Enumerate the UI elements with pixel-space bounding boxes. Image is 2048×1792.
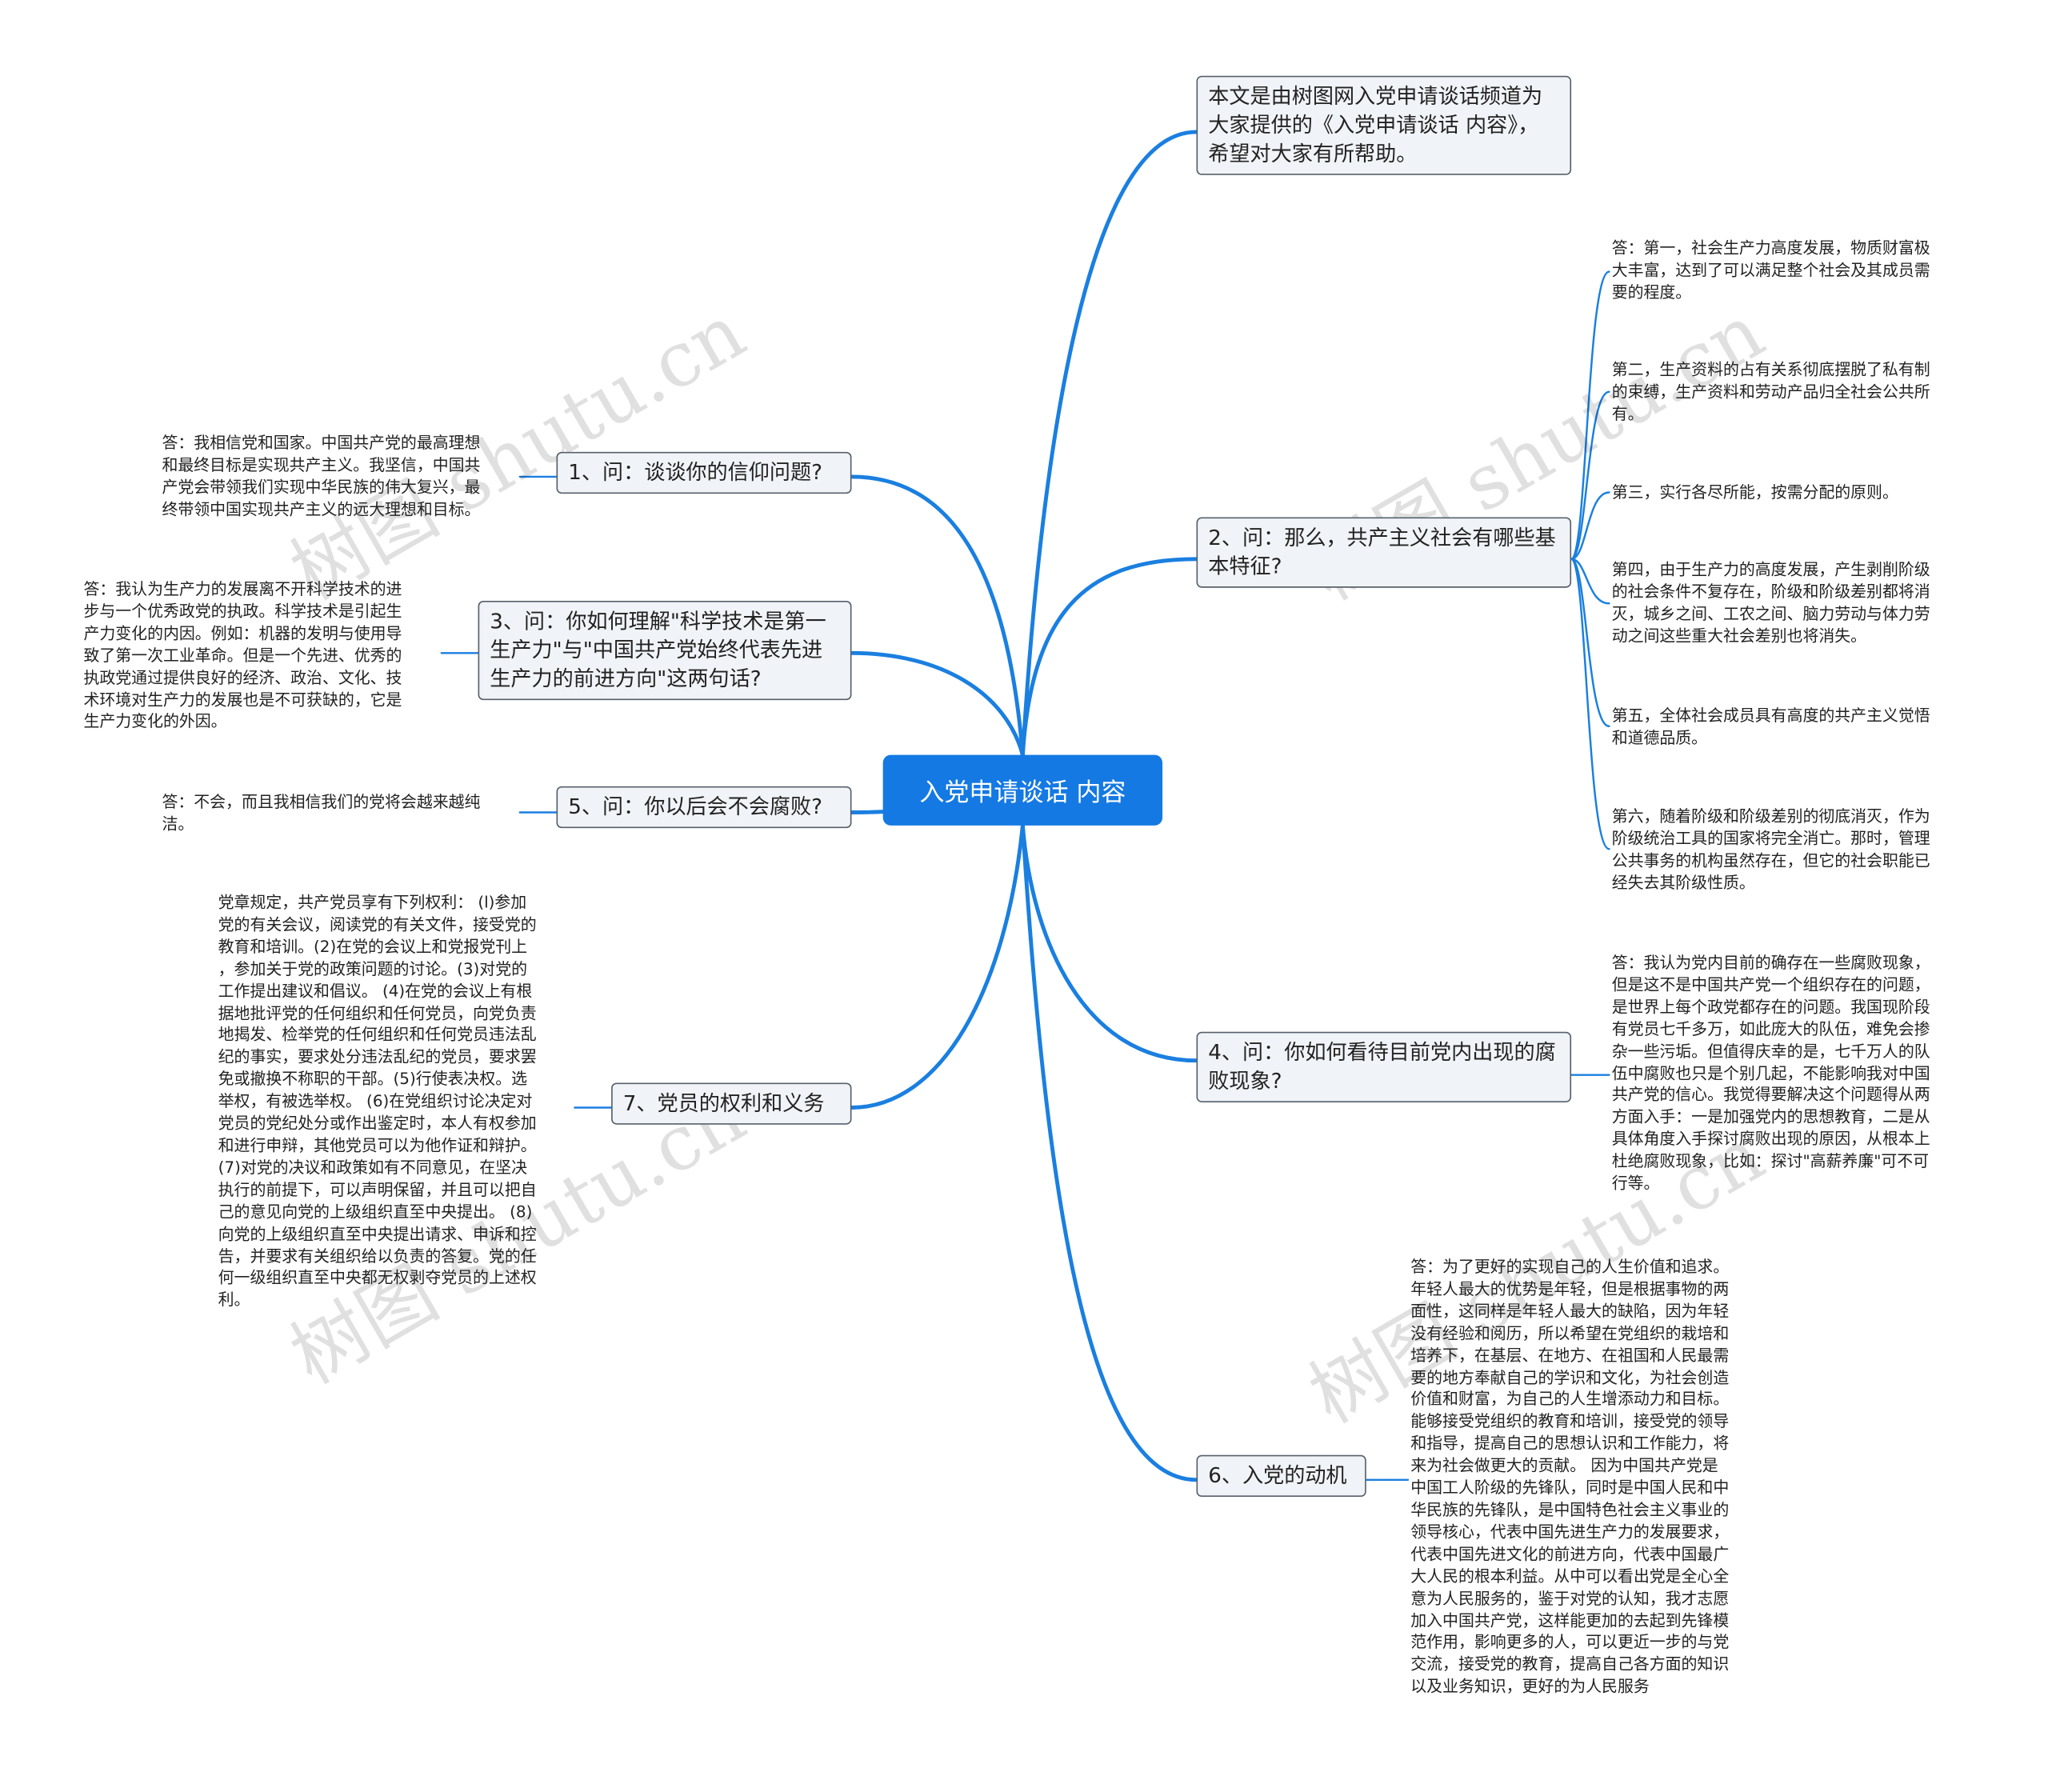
topic-rights-duties[interactable]: 7、党员的权利和义务 [611, 1082, 852, 1125]
link-intro [1020, 130, 1198, 758]
topic-future-corruption[interactable]: 5、问：你以后会不会腐败? [556, 786, 852, 829]
topic-science-productivity[interactable]: 3、问：你如何理解"科学技术是第一生产力"与"中国共产党始终代表先进生产力的前进… [478, 601, 852, 701]
answer-motivation: 答：为了更好的实现自己的人生价值和追求。 年轻人最大的优势是年轻，但是根据事物的… [1410, 1258, 1730, 1696]
answer-feature-2: 第二，生产资料的占有关系彻底摆脱了私有制 的束缚，生产资料和劳动产品归全社会公共… [1611, 360, 1930, 423]
link-t2 [1020, 557, 1198, 758]
topic-belief[interactable]: 1、问：谈谈你的信仰问题? [556, 451, 852, 494]
answer-science: 答：我认为生产力的发展离不开科学技术的进 步与一个优秀政党的执政。科学技术是引起… [83, 579, 402, 731]
answer-corruption-view: 答：我认为党内目前的确存在一些腐败现象， 但是这不是中国共产党一个组织存在的问题… [1611, 953, 1930, 1193]
answer-future-corruption: 答：不会，而且我相信我们的党将会越来越纯 洁。 [162, 793, 481, 834]
link-t6 [1020, 823, 1198, 1482]
answer-belief: 答：我相信党和国家。中国共产党的最高理想 和最终目标是实现共产主义。我坚信，中国… [162, 434, 481, 518]
root-topic[interactable]: 入党申请谈话 内容 [882, 754, 1163, 826]
intro-topic[interactable]: 本文是由树图网入党申请谈话频道为大家提供的《入党申请谈话 内容》，希望对大家有所… [1196, 75, 1572, 175]
link-t4 [1020, 823, 1198, 1063]
link-t7 [850, 823, 1025, 1110]
answer-feature-1: 答：第一，社会生产力高度发展，物质财富极 大丰富，达到了可以满足整个社会及其成员… [1611, 238, 1930, 302]
topic-communism-features[interactable]: 2、问：那么，共产主义社会有哪些基本特征? [1196, 517, 1572, 588]
topic-motivation[interactable]: 6、入党的动机 [1196, 1454, 1366, 1498]
answer-rights: 党章规定，共产党员享有下列权利： (l)参加 党的有关会议，阅读党的有关文件，接… [218, 893, 537, 1310]
link-t3 [850, 650, 1025, 758]
answer-feature-6: 第六，随着阶级和阶级差别的彻底消灭，作为 阶级统治工具的国家将完全消亡。那时，管… [1611, 806, 1930, 892]
answer-feature-4: 第四，由于生产力的高度发展，产生剥削阶级 的社会条件不复存在，阶级和阶级差别都将… [1611, 560, 1930, 646]
link-t1 [850, 474, 1025, 758]
topic-corruption-view[interactable]: 4、问：你如何看待目前党内出现的腐败现象? [1196, 1031, 1572, 1102]
answer-feature-5: 第五，全体社会成员具有高度的共产主义觉悟 和道德品质。 [1611, 706, 1930, 747]
answer-feature-3: 第三，实行各尽所能，按需分配的原则。 [1611, 483, 1898, 502]
